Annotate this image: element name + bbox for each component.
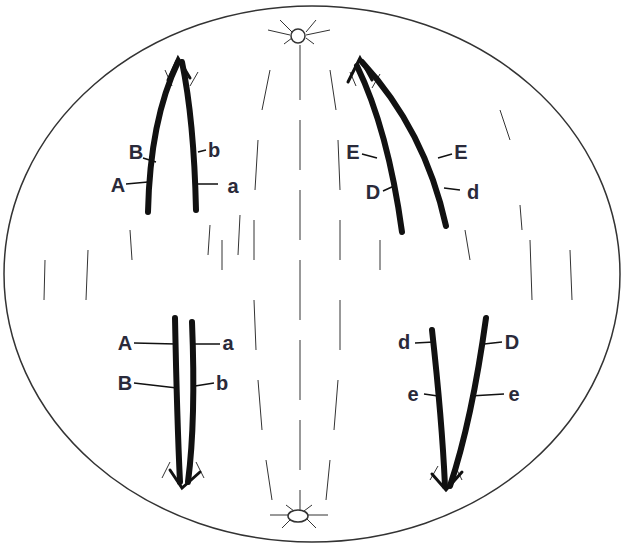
gene-label: D	[505, 332, 519, 352]
gene-label: a	[227, 176, 238, 196]
gene-label: b	[208, 140, 220, 160]
gene-label: E	[346, 142, 359, 162]
gene-label: B	[129, 142, 143, 162]
gene-label: a	[222, 333, 233, 353]
gene-label: D	[366, 182, 380, 202]
centrosome	[288, 510, 308, 522]
gene-label: A	[111, 175, 125, 195]
chromosome-ends	[168, 58, 462, 490]
gene-label: e	[508, 384, 519, 404]
gene-label: d	[467, 182, 479, 202]
gene-label: d	[398, 332, 410, 352]
gene-label: b	[216, 373, 228, 393]
gene-label: B	[118, 373, 132, 393]
gene-ticks	[126, 150, 504, 396]
gene-label: E	[454, 142, 467, 162]
centrosome	[291, 29, 305, 43]
gene-label: A	[118, 333, 132, 353]
gene-label: e	[407, 384, 418, 404]
chromosomes	[148, 62, 486, 486]
cell-membrane	[4, 6, 620, 542]
spindle-fibers	[44, 20, 572, 528]
